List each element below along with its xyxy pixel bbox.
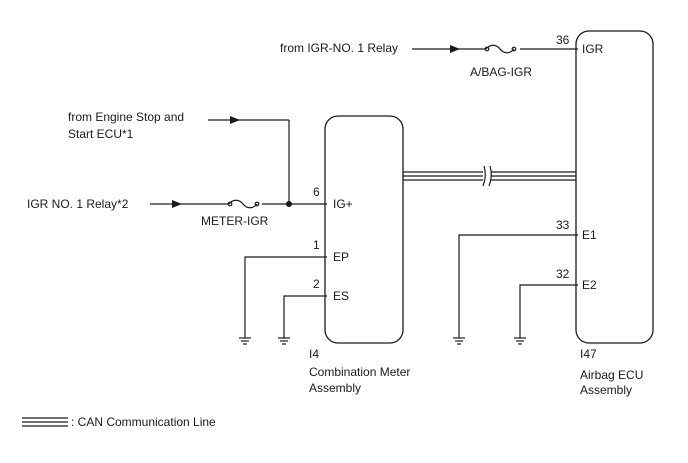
connector-code-airbag: I47 — [580, 347, 597, 361]
engine-ecu-feed-wire — [208, 116, 290, 204]
component-name-meter-line1: Combination Meter — [309, 365, 410, 379]
fuse-icon — [485, 44, 515, 54]
pin-label-es: ES — [333, 289, 349, 303]
source-label-igr-airbag: from IGR-NO. 1 Relay — [280, 41, 398, 55]
airbag-power-wire — [412, 44, 578, 54]
pin-number-e2: 32 — [556, 267, 570, 281]
fuse-icon — [228, 199, 258, 209]
source-label-engine-ecu-line1: from Engine Stop and — [68, 110, 184, 124]
arrow-icon — [450, 45, 460, 53]
component-name-meter-line2: Assembly — [309, 381, 361, 395]
airbag-ground-e1 — [453, 234, 578, 345]
pin-label-e2: E2 — [582, 278, 597, 292]
legend-can-label: : CAN Communication Line — [71, 415, 216, 429]
pin-number-es: 2 — [313, 277, 320, 291]
source-label-igr-meter: IGR NO. 1 Relay*2 — [27, 197, 129, 211]
pin-number-igr: 36 — [556, 33, 570, 47]
pin-number-e1: 33 — [556, 218, 570, 232]
source-label-engine-ecu-line2: Start ECU*1 — [68, 127, 134, 141]
pin-number-ig: 6 — [313, 185, 320, 199]
fuse-label-airbag: A/BAG-IGR — [470, 65, 532, 79]
pin-label-e1: E1 — [582, 228, 597, 242]
meter-ground-es — [278, 295, 327, 345]
arrow-icon — [230, 116, 240, 124]
pin-label-igr: IGR — [582, 42, 604, 56]
arrow-icon — [172, 200, 182, 208]
component-name-airbag-line2: Assembly — [580, 383, 632, 397]
airbag-ground-e2 — [514, 284, 578, 345]
pin-number-ep: 1 — [313, 238, 320, 252]
meter-ground-ep — [239, 256, 327, 345]
legend-can-line-icon — [22, 417, 68, 427]
component-name-airbag-line1: Airbag ECU — [580, 368, 643, 382]
connector-code-meter: I4 — [309, 347, 319, 361]
combination-meter-box — [324, 115, 404, 344]
pin-label-ig: IG+ — [333, 197, 353, 211]
pin-label-ep: EP — [333, 250, 349, 264]
junction-dot — [286, 201, 292, 207]
fuse-label-meter: METER-IGR — [201, 214, 269, 228]
can-communication-line — [403, 165, 576, 187]
meter-power-wire — [150, 199, 327, 209]
airbag-ecu-box — [575, 30, 654, 344]
